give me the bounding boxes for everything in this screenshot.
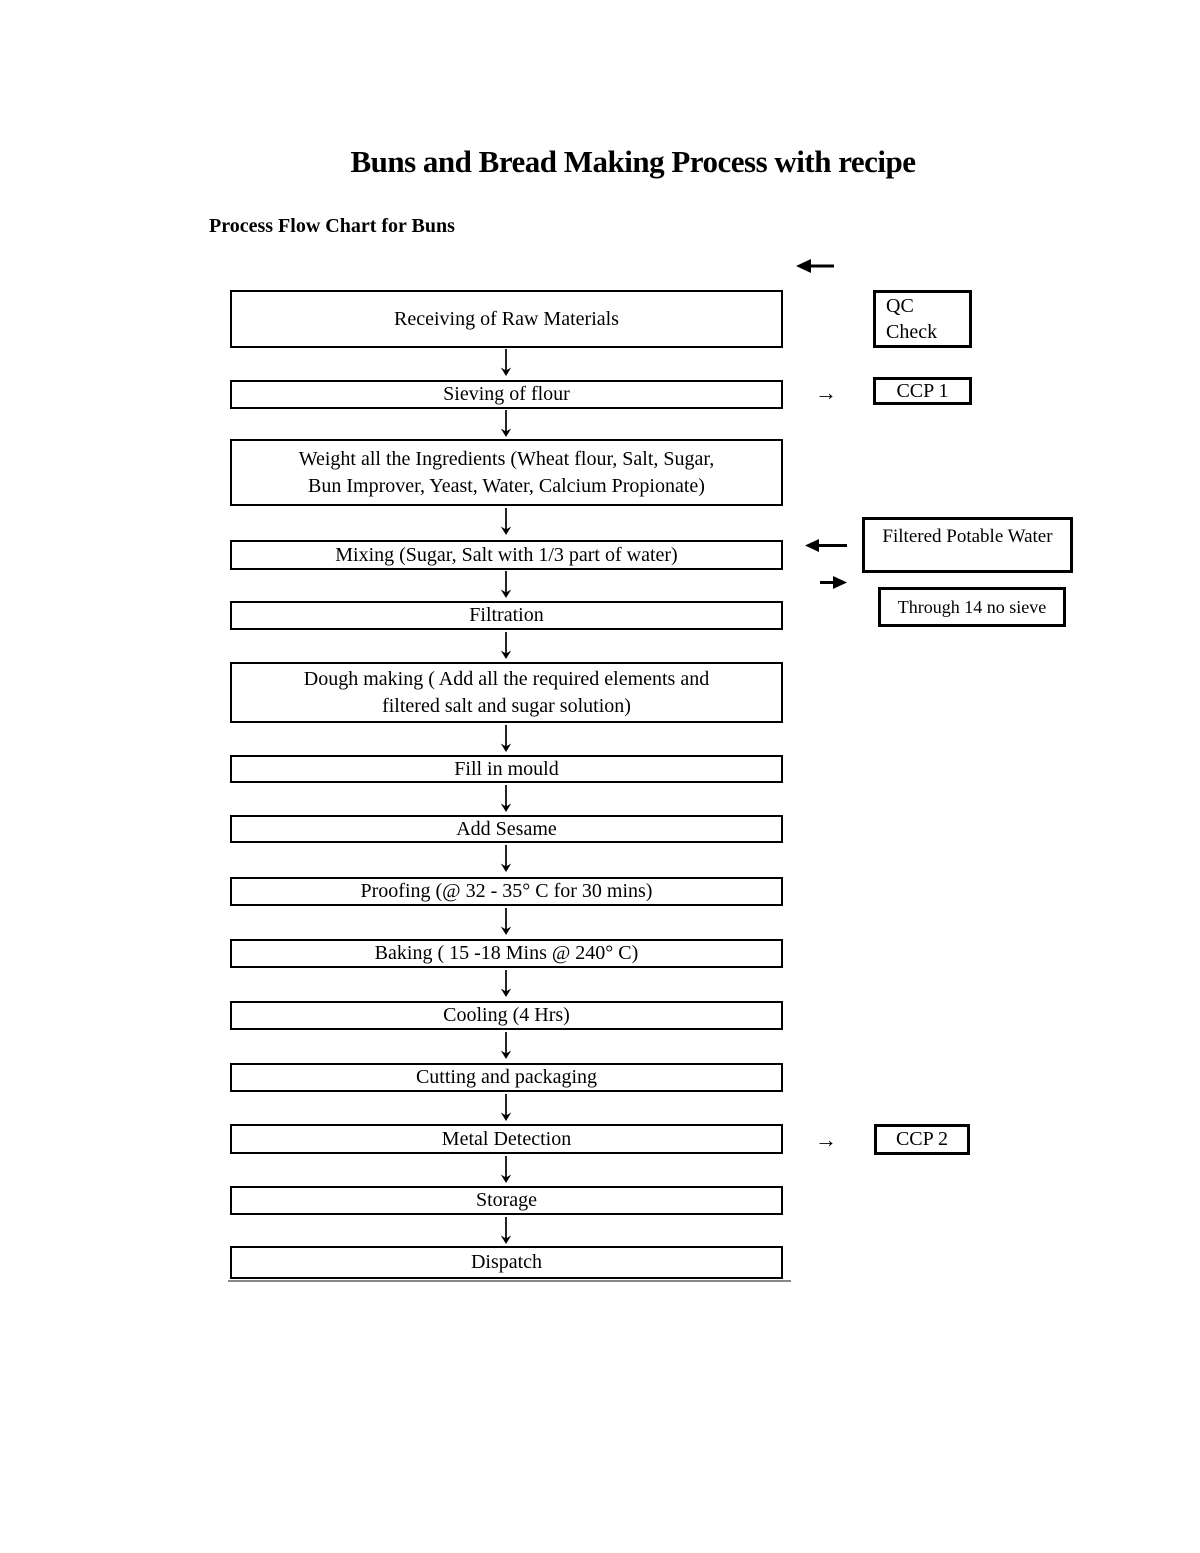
down-arrow-icon [498,1217,514,1244]
down-arrow-icon [498,785,514,812]
right-arrow-icon: → [815,380,837,405]
flow-step-storage: Storage [230,1186,783,1215]
down-arrow-icon [498,349,514,376]
down-arrow-icon [498,1156,514,1183]
flow-step-metal-detection: Metal Detection [230,1124,783,1154]
flow-step-dispatch: Dispatch [230,1246,783,1279]
flow-step-filtration: Filtration [230,601,783,630]
flow-step-fill-in-mould: Fill in mould [230,755,783,783]
right-arrow-icon: → [815,1127,837,1152]
down-arrow-icon [498,725,514,752]
flow-step-mixing: Mixing (Sugar, Salt with 1/3 part of wat… [230,540,783,570]
flow-step-weighing-ingredients: Weight all the Ingredients (Wheat flour,… [230,439,783,506]
down-arrow-icon [498,571,514,598]
bold-left-arrow-icon [805,539,847,552]
down-arrow-icon [498,1032,514,1059]
box-shadow-line [228,1280,791,1282]
down-arrow-icon [498,632,514,659]
flow-step-receiving-raw-materials: Receiving of Raw Materials [230,290,783,348]
flow-step-sieving: Sieving of flour [230,380,783,409]
down-arrow-icon [498,410,514,437]
sieve-note-box: Through 14 no sieve [878,587,1066,627]
bold-left-arrow-icon [796,259,834,273]
flow-step-dough-making: Dough making ( Add all the required elem… [230,662,783,723]
flow-step-cutting-packaging: Cutting and packaging [230,1063,783,1092]
flow-step-proofing: Proofing (@ 32 - 35° C for 30 mins) [230,877,783,906]
bold-right-arrow-icon [820,576,847,589]
down-arrow-icon [498,845,514,872]
flow-step-cooling: Cooling (4 Hrs) [230,1001,783,1030]
flow-step-baking: Baking ( 15 -18 Mins @ 240° C) [230,939,783,968]
ccp1-box: CCP 1 [873,377,972,405]
chart-subtitle: Process Flow Chart for Buns [209,215,455,237]
down-arrow-icon [498,1094,514,1121]
page-title: Buns and Bread Making Process with recip… [350,144,916,179]
flow-step-add-sesame: Add Sesame [230,815,783,843]
down-arrow-icon [498,970,514,997]
qc-check-box: QC Check [873,290,972,348]
down-arrow-icon [498,508,514,535]
ccp2-box: CCP 2 [874,1124,970,1155]
down-arrow-icon [498,908,514,935]
filtered-water-box: Filtered Potable Water [862,517,1073,573]
